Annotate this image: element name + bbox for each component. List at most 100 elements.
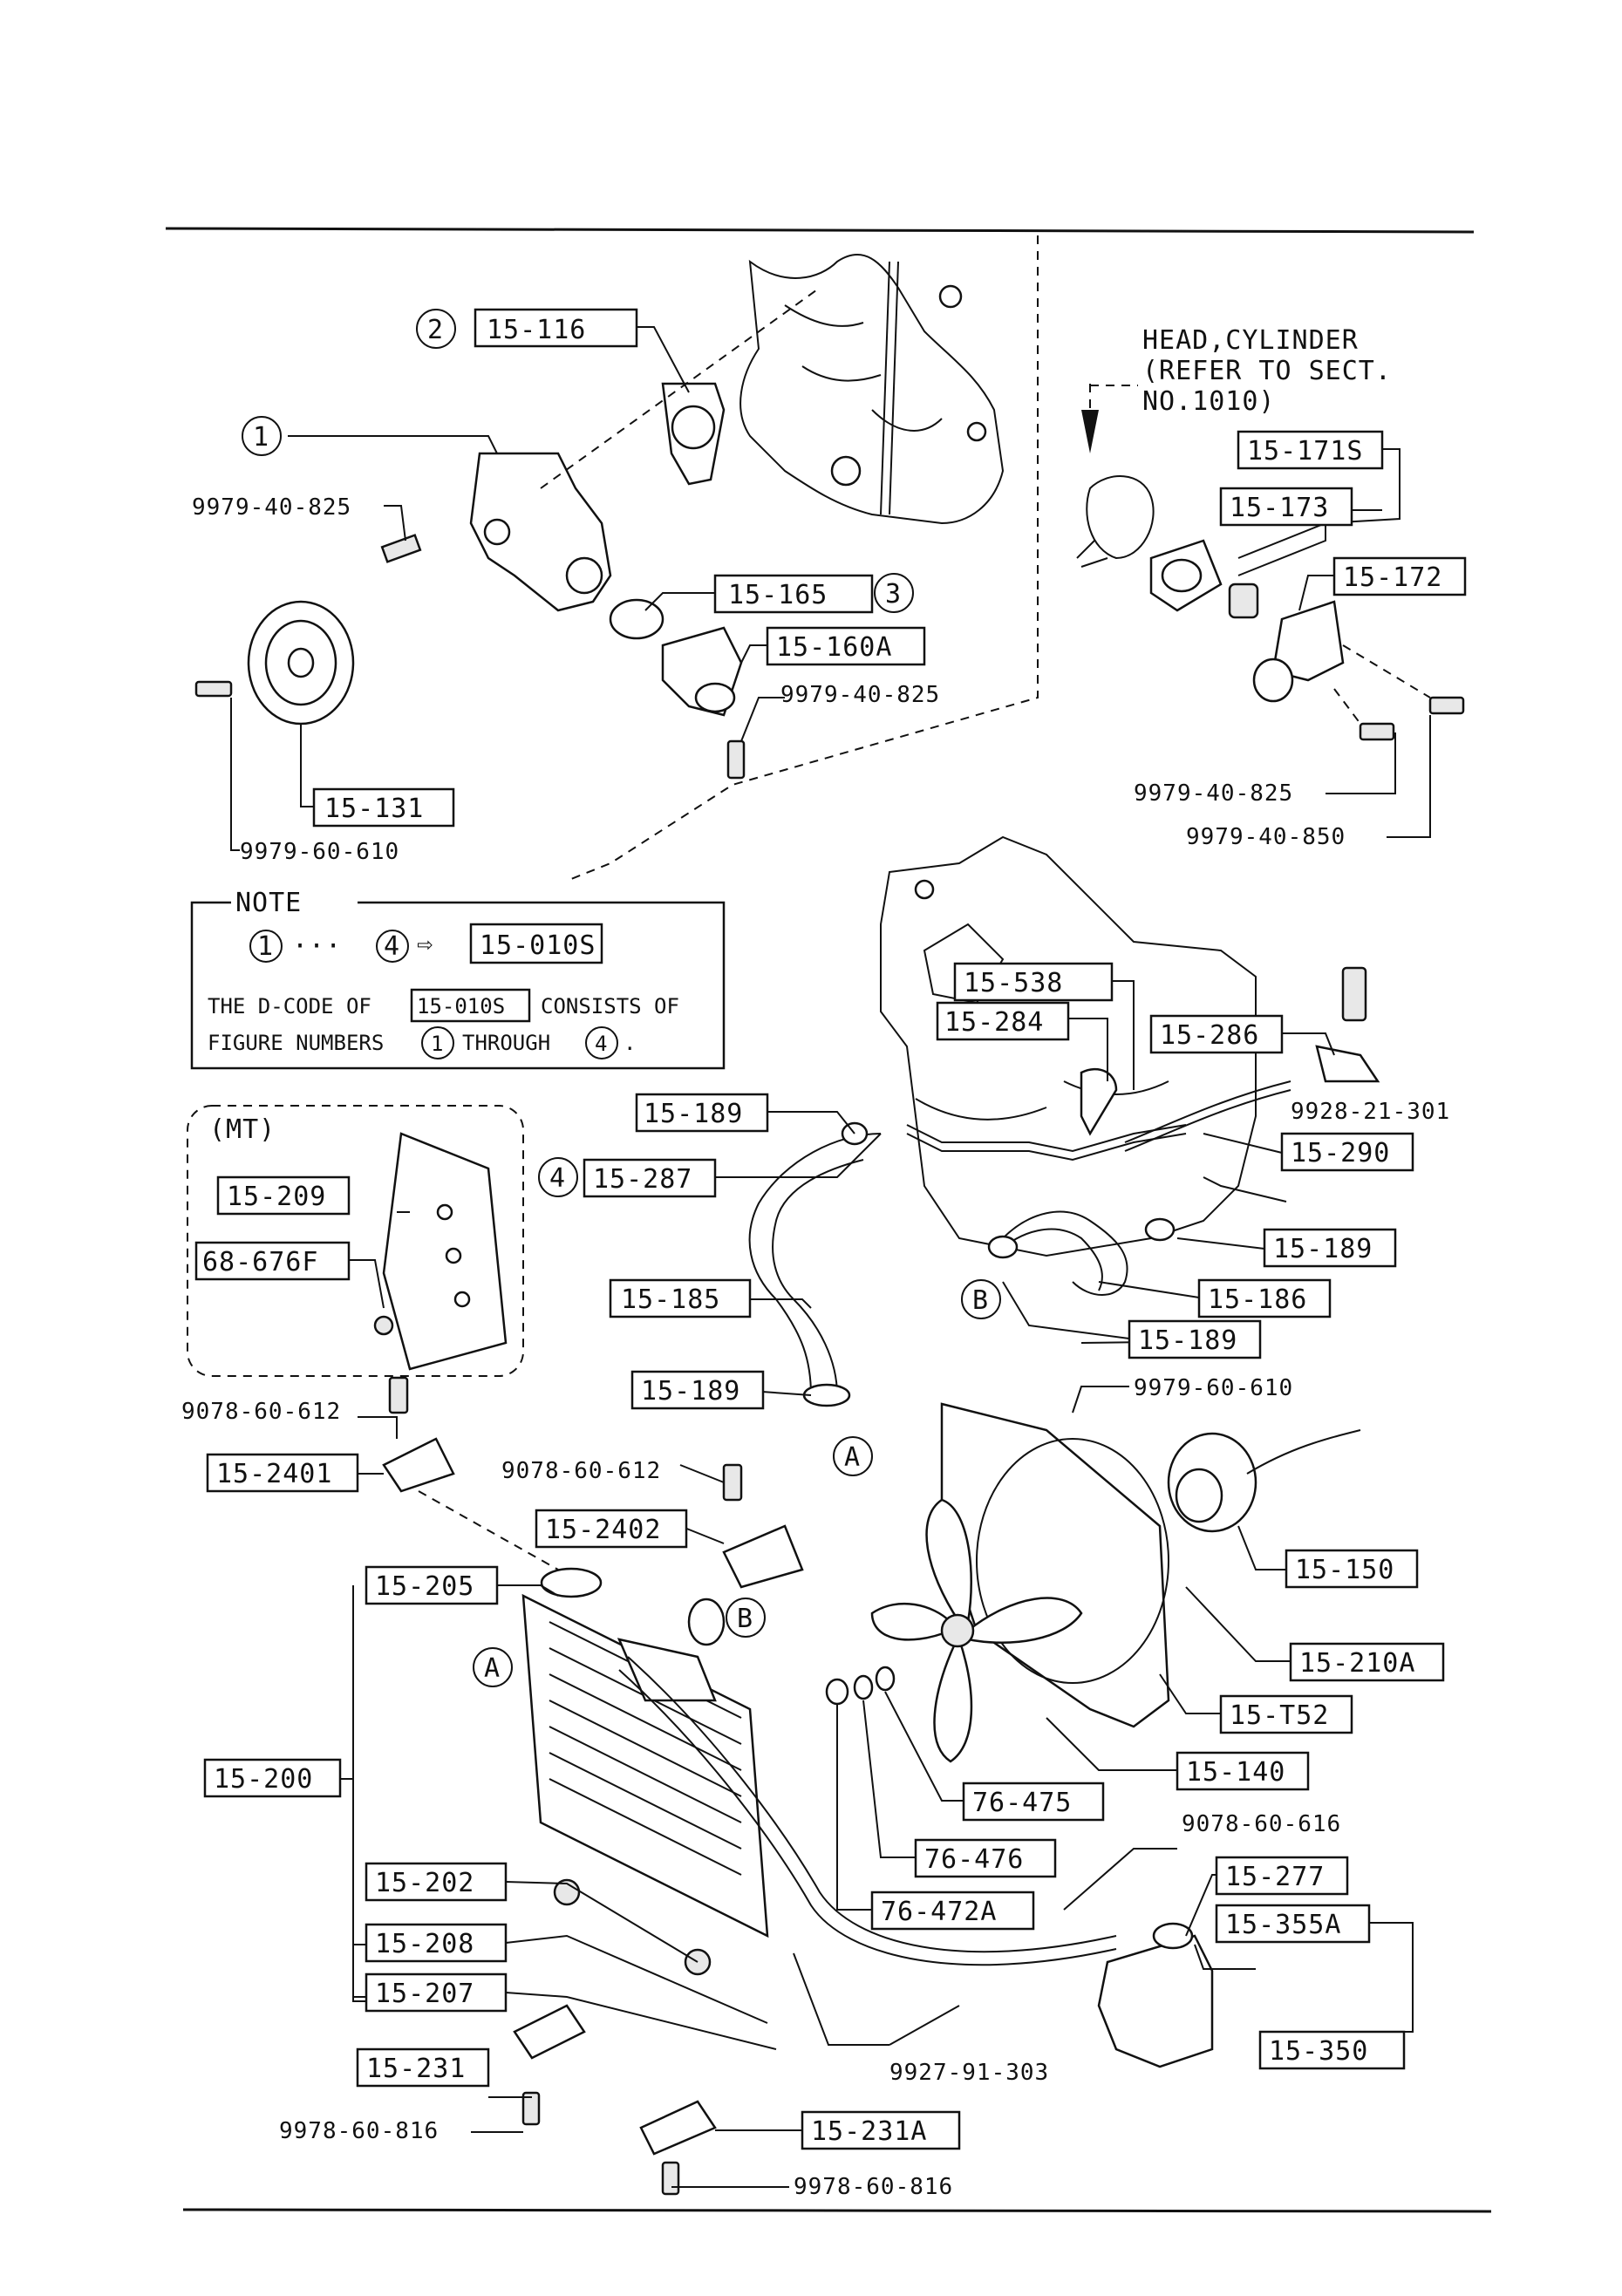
circle-marker-3: 3: [874, 573, 914, 613]
part-label-15-2402: 15-2402: [535, 1509, 688, 1549]
engine-lower-drawing: [880, 835, 1257, 1257]
part-label-15-2401: 15-2401: [206, 1453, 359, 1493]
part-label-15-165: 15-165: [713, 574, 874, 614]
svg-text:15-189: 15-189: [641, 1376, 740, 1407]
svg-text:15-189: 15-189: [1138, 1325, 1237, 1356]
bracket-15-2402-drawing: [722, 1463, 804, 1589]
part-label-15-355A: 15-355A: [1215, 1904, 1371, 1944]
bolt-code-9978-60-816-b: 9978-60-816: [794, 2174, 953, 2200]
bolt-code-9979-40-850: 9979-40-850: [1186, 824, 1346, 850]
head-note-line2: (REFER TO SECT.: [1142, 356, 1392, 386]
svg-text:15-200: 15-200: [214, 1764, 313, 1795]
note-line1-code: 15-010S: [417, 994, 505, 1019]
part-label-15-171S: 15-171S: [1237, 430, 1384, 470]
gasket-15-116-drawing: [661, 382, 726, 486]
svg-text:B: B: [972, 1285, 989, 1316]
part-label-76-476: 76-476: [914, 1838, 1057, 1878]
note-title: NOTE: [235, 888, 302, 918]
reservoir-tank-drawing: [1097, 1922, 1214, 2068]
part-label-15-116: 15-116: [474, 308, 638, 348]
bracket-15-231-drawing: [513, 2004, 586, 2126]
svg-text:15-209: 15-209: [227, 1182, 326, 1212]
part-label-68-676F: 68-676F: [194, 1241, 351, 1281]
bolt-code-9979-40-825-c: 9979-40-825: [1134, 780, 1293, 807]
note-ellipsis: ···: [292, 931, 342, 962]
svg-text:15-189: 15-189: [644, 1099, 743, 1129]
bolt-code-9927-91-303: 9927-91-303: [889, 2060, 1049, 2086]
part-label-15-538: 15-538: [953, 962, 1114, 1002]
note-arrow: ⇨: [417, 929, 433, 959]
bolt-code-9928-21-301: 9928-21-301: [1291, 1099, 1450, 1125]
svg-text:15-350: 15-350: [1269, 2036, 1368, 2067]
bolt-code-9979-40-825-a: 9979-40-825: [192, 494, 351, 521]
circle-marker-b-lower: B: [726, 1598, 766, 1638]
top-rule: [165, 227, 1475, 234]
part-label-15-210A: 15-210A: [1289, 1642, 1445, 1682]
svg-text:15-207: 15-207: [375, 1979, 474, 2009]
svg-text:15-290: 15-290: [1291, 1138, 1390, 1168]
svg-text:B: B: [737, 1604, 753, 1634]
svg-text:76-472A: 76-472A: [881, 1897, 997, 1927]
radiator-drawing: [521, 1567, 769, 1976]
part-label-15-231: 15-231: [356, 2047, 490, 2088]
part-label-15-189-a: 15-189: [635, 1093, 769, 1133]
fan-shroud-drawing: [940, 1402, 1170, 1728]
part-label-15-350: 15-350: [1258, 2030, 1406, 2070]
svg-text:15-284: 15-284: [944, 1007, 1044, 1038]
svg-text:15-2401: 15-2401: [216, 1459, 332, 1489]
svg-text:15-173: 15-173: [1230, 493, 1329, 523]
note-line1-suffix: CONSISTS OF: [541, 994, 679, 1019]
svg-text:15-205: 15-205: [375, 1571, 474, 1602]
part-label-15-150: 15-150: [1285, 1549, 1419, 1589]
part-label-15-189-c: 15-189: [1128, 1319, 1262, 1359]
svg-text:15-150: 15-150: [1295, 1555, 1394, 1585]
note-target-code: 15-010S: [480, 930, 596, 961]
sensor-15-286-drawing: [1315, 966, 1380, 1083]
upper-hose-15-185-drawing: [748, 1121, 882, 1407]
svg-text:15-286: 15-286: [1160, 1020, 1259, 1051]
bolt-code-9978-60-816-a: 9978-60-816: [279, 2118, 439, 2144]
part-label-15-186: 15-186: [1197, 1278, 1332, 1318]
svg-text:15-165: 15-165: [728, 580, 828, 610]
bolt-code-9078-60-616: 9078-60-616: [1182, 1811, 1341, 1837]
part-label-15-T52: 15-T52: [1219, 1694, 1353, 1734]
bottom-rule: [182, 2208, 1492, 2213]
part-label-15-277: 15-277: [1215, 1856, 1349, 1896]
circle-marker-b-upper: B: [961, 1279, 1001, 1319]
part-label-76-475: 76-475: [962, 1782, 1105, 1822]
part-label-15-173: 15-173: [1219, 487, 1353, 527]
circle-marker-a-lower: A: [473, 1647, 513, 1687]
note-line1-prefix: THE D-CODE OF: [208, 994, 371, 1019]
outlet-15-160A-drawing: [609, 598, 746, 780]
bolt-code-9979-40-825-b: 9979-40-825: [780, 682, 940, 708]
circle-marker-4: 4: [538, 1157, 578, 1197]
svg-text:15-277: 15-277: [1225, 1862, 1325, 1892]
thermostat-group-drawing: [1076, 384, 1465, 741]
svg-text:15-185: 15-185: [621, 1284, 720, 1315]
svg-text:15-287: 15-287: [593, 1164, 692, 1195]
bypass-pipe-drawing: [906, 1067, 1291, 1162]
svg-text:15-131: 15-131: [324, 794, 424, 824]
part-label-15-209: 15-209: [216, 1175, 351, 1216]
bolt-code-9979-60-610-a: 9979-60-610: [240, 839, 399, 865]
lower-hose-15-186-drawing: [987, 1210, 1176, 1296]
note-line2-prefix: FIGURE NUMBERS: [208, 1031, 384, 1055]
part-label-15-205: 15-205: [365, 1565, 499, 1605]
svg-text:15-2402: 15-2402: [545, 1515, 661, 1545]
part-label-15-189-b: 15-189: [1263, 1228, 1397, 1268]
part-label-15-207: 15-207: [365, 1972, 508, 2013]
svg-text:15-116: 15-116: [487, 315, 586, 345]
head-cylinder-note: HEAD,CYLINDER (REFER TO SECT. NO.1010): [1090, 325, 1392, 417]
part-label-15-231A: 15-231A: [801, 2110, 961, 2150]
part-label-15-200: 15-200: [203, 1758, 342, 1798]
part-label-15-185: 15-185: [609, 1278, 752, 1318]
part-label-15-189-d: 15-189: [630, 1370, 765, 1410]
mt-cover-group: [187, 1105, 524, 1377]
svg-text:4: 4: [549, 1163, 566, 1194]
circle-marker-2: 2: [416, 309, 456, 349]
svg-text:2: 2: [427, 315, 444, 345]
svg-text:68-676F: 68-676F: [202, 1247, 318, 1277]
leader-lines: [230, 326, 1431, 2188]
